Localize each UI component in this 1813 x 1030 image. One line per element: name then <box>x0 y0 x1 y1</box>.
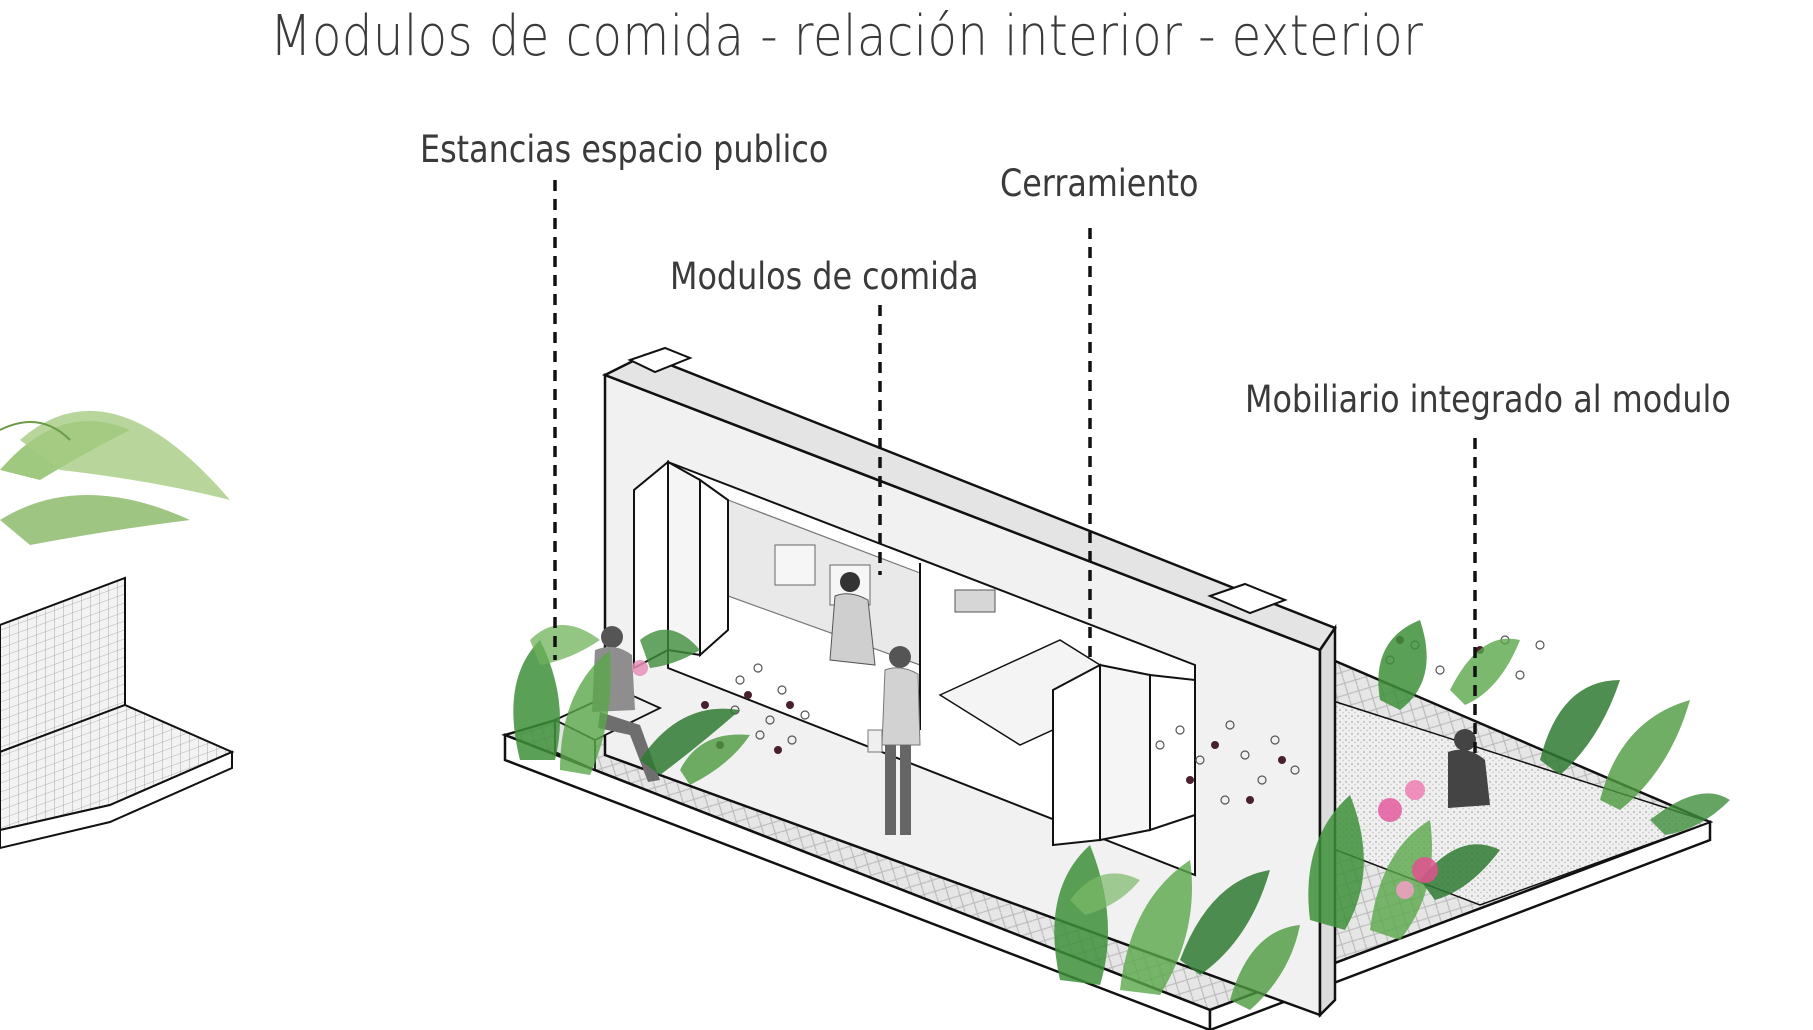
vendor-figure <box>829 572 876 666</box>
callout-modulos-de-comida: Modulos de comida <box>670 255 979 298</box>
callout-cerramiento: Cerramiento <box>1000 162 1199 205</box>
diagram-title: Modulos de comida - relación interior - … <box>270 4 1424 69</box>
folding-enclosure-panels <box>633 459 1196 847</box>
tropical-plants-left <box>513 625 750 785</box>
seated-person-right-figure <box>1448 729 1490 808</box>
tropical-plants-far-right <box>1378 620 1730 835</box>
callout-leader-lines <box>553 180 1477 760</box>
callout-estancias-espacio-publico: Estancias espacio publico <box>420 128 829 171</box>
tropical-plants-right <box>1308 780 1500 940</box>
left-mesh-screen <box>0 576 235 850</box>
callout-mobiliario-integrado: Mobiliario integrado al modulo <box>1245 378 1731 421</box>
tropical-plants-center <box>1054 845 1300 1010</box>
standing-person-figure <box>867 646 921 835</box>
left-fern-plant <box>0 410 230 545</box>
